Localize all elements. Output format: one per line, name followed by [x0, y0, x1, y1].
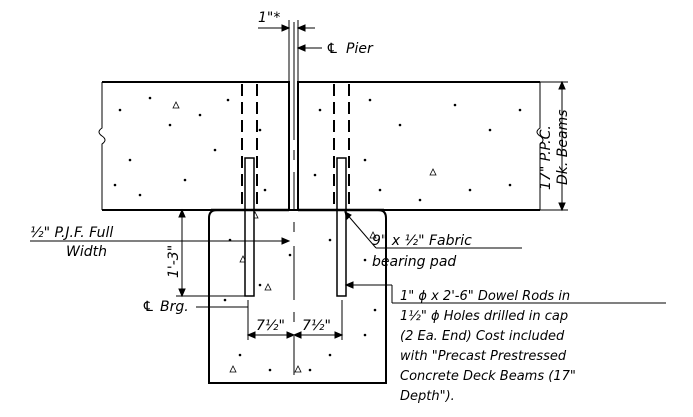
cl-bearing-label: Brg. — [160, 299, 189, 315]
dowel-label-2: 1½" ϕ Holes drilled in cap — [400, 309, 568, 324]
dowel-callout — [344, 281, 666, 304]
cl-pier-symbol: ℄ — [326, 41, 339, 57]
dowel-label-6: Depth"). — [400, 389, 455, 404]
left-dowel-rod — [244, 157, 255, 297]
concrete-stipple — [113, 96, 522, 373]
right-dowel-rod — [336, 157, 347, 297]
fabric-pad-label-1: 9" x ½" Fabric — [372, 233, 472, 249]
fabric-pad-callout — [344, 211, 522, 249]
cap-height-dimension — [176, 208, 245, 298]
pjf-label-1: ½" P.J.F. Full — [30, 225, 113, 241]
fabric-pad-label-2: bearing pad — [372, 254, 456, 270]
dowel-holes — [241, 84, 350, 208]
cl-pier-label: Pier — [346, 41, 374, 57]
pjf-callout — [30, 237, 291, 245]
beam-depth-label-2: Dk. Beams — [555, 109, 571, 185]
right-deck-beam — [297, 81, 540, 211]
dowel-label-3: (2 Ea. End) Cost included — [400, 329, 565, 344]
left-break-line — [98, 82, 106, 210]
left-deck-beam — [102, 81, 290, 211]
bearing-spacing-dimension — [246, 300, 344, 340]
cl-bearing-callout — [196, 300, 249, 338]
gap-dimension-label: 1"* — [258, 10, 280, 26]
deck-beams — [98, 81, 544, 211]
beam-depth-label-1: 17" P.P.C. — [538, 125, 554, 190]
right-break-line — [536, 82, 544, 210]
left-half-dim-label: 7½" — [256, 318, 285, 334]
cap-height-label: 1'-3" — [166, 245, 182, 278]
gap-dimension — [258, 20, 315, 82]
dowel-label-1: 1" ϕ x 2'-6" Dowel Rods in — [400, 289, 570, 304]
beam-depth-dimension — [540, 80, 568, 212]
dowel-rods — [244, 157, 347, 297]
cl-pier-callout — [296, 44, 322, 52]
right-half-dim-label: 7½" — [302, 318, 331, 334]
dowel-label-5: Concrete Deck Beams (17" — [400, 369, 576, 384]
dowel-label-4: with "Precast Prestressed — [400, 349, 567, 364]
cl-bearing-symbol: ℄ — [142, 299, 155, 315]
pjf-label-2: Width — [66, 244, 107, 260]
